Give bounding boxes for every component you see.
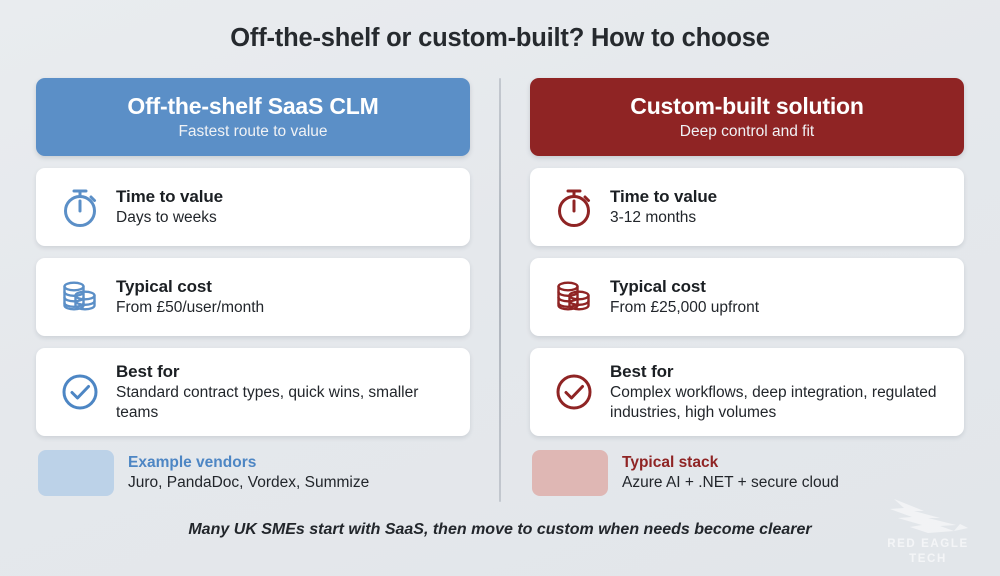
card-best-for: Best for Complex workflows, deep integra… [530, 348, 964, 436]
card-label: Typical cost [610, 276, 706, 296]
card-text: Time to value Days to weeks [116, 187, 452, 227]
logo-text-line2: TECH [909, 553, 947, 566]
card-value: Complex workflows, deep integration, reg… [610, 384, 937, 421]
card-label: Best for [116, 362, 180, 382]
column-custom-built: Custom-built solution Deep control and f… [530, 78, 964, 496]
card-value: From £50/user/month [116, 298, 265, 316]
column-header-title: Off-the-shelf SaaS CLM [127, 93, 379, 120]
footnote-value: Juro, PandaDoc, Vordex, Summize [128, 474, 370, 492]
card-time-to-value: Time to value 3-12 months [530, 168, 964, 246]
card-typical-cost: Typical cost From £50/user/month [36, 258, 470, 336]
footnote-label: Example vendors [128, 453, 257, 471]
check-circle-icon [548, 366, 600, 418]
footnote-example-vendors: Example vendors Juro, PandaDoc, Vordex, … [36, 450, 470, 496]
card-label: Typical cost [116, 276, 212, 296]
footnote-text: Typical stack Azure AI + .NET + secure c… [622, 454, 964, 493]
check-circle-icon [54, 366, 106, 418]
coins-icon [548, 271, 600, 323]
footer-note: Many UK SMEs start with SaaS, then move … [188, 521, 812, 538]
footnote-label: Typical stack [622, 453, 719, 471]
card-time-to-value: Time to value Days to weeks [36, 168, 470, 246]
card-value: Standard contract types, quick wins, sma… [116, 384, 419, 421]
footnote-typical-stack: Typical stack Azure AI + .NET + secure c… [530, 450, 964, 496]
logo-text-line1: RED EAGLE [887, 537, 969, 550]
column-header-subtitle: Fastest route to value [178, 122, 328, 140]
card-text: Best for Complex workflows, deep integra… [610, 362, 946, 422]
footnote-text: Example vendors Juro, PandaDoc, Vordex, … [128, 454, 470, 493]
card-text: Time to value 3-12 months [610, 187, 946, 227]
card-label: Best for [610, 362, 674, 382]
card-label: Time to value [116, 186, 224, 206]
page-title: Off-the-shelf or custom-built? How to ch… [230, 24, 770, 52]
card-label: Time to value [610, 186, 718, 206]
card-text: Typical cost From £25,000 upfront [610, 277, 946, 317]
coins-icon [54, 271, 106, 323]
column-header-subtitle: Deep control and fit [679, 122, 815, 140]
column-off-the-shelf: Off-the-shelf SaaS CLM Fastest route to … [36, 78, 470, 496]
column-divider [499, 78, 501, 502]
brand-logo: RED EAGLE TECH [870, 492, 986, 568]
footnote-value: Azure AI + .NET + secure cloud [622, 474, 839, 492]
card-text: Best for Standard contract types, quick … [116, 362, 452, 422]
stopwatch-icon [54, 181, 106, 233]
card-text: Typical cost From £50/user/month [116, 277, 452, 317]
color-swatch [38, 450, 114, 496]
column-header-off-the-shelf: Off-the-shelf SaaS CLM Fastest route to … [36, 78, 470, 156]
card-value: Days to weeks [116, 208, 217, 226]
card-typical-cost: Typical cost From £25,000 upfront [530, 258, 964, 336]
card-value: From £25,000 upfront [610, 298, 760, 316]
card-value: 3-12 months [610, 208, 697, 226]
column-header-custom-built: Custom-built solution Deep control and f… [530, 78, 964, 156]
stopwatch-icon [548, 181, 600, 233]
color-swatch [532, 450, 608, 496]
column-header-title: Custom-built solution [630, 93, 864, 120]
eagle-icon [890, 498, 968, 533]
card-best-for: Best for Standard contract types, quick … [36, 348, 470, 436]
